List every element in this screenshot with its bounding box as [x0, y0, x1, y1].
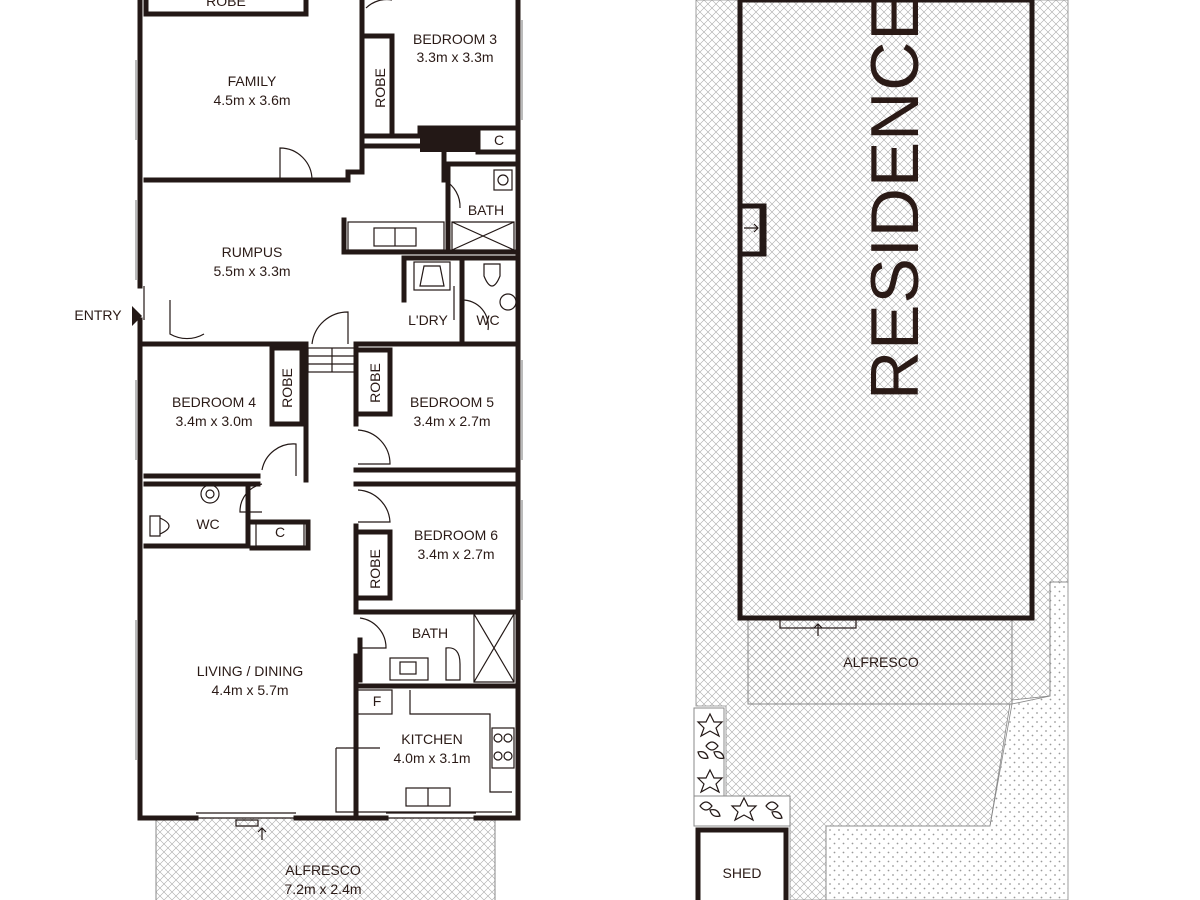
robe-b5-label: ROBE	[367, 363, 383, 403]
entry-label: ENTRY	[74, 307, 122, 323]
garden-bed-bottom	[693, 795, 791, 827]
robe-b4-label: ROBE	[279, 368, 295, 408]
alfresco-size: 7.2m x 2.4m	[284, 881, 361, 897]
outer-wall	[137, 0, 521, 821]
shed-outline[interactable]	[695, 827, 789, 900]
bedroom3-name: BEDROOM 3	[413, 31, 497, 47]
alfresco-area	[155, 817, 496, 900]
closet-c2-label: C	[275, 524, 285, 540]
wc2-label: WC	[196, 516, 219, 532]
bedroom4-size: 3.4m x 3.0m	[175, 413, 252, 429]
closet-c1-label: C	[494, 132, 504, 148]
living-size: 4.4m x 5.7m	[211, 682, 288, 698]
plant-icon	[696, 712, 783, 822]
robe-b3-label: ROBE	[372, 68, 388, 108]
bedroom5-size: 3.4m x 2.7m	[413, 413, 490, 429]
site-plan: RESIDENCE ALFRESCO SHED	[693, 0, 1069, 900]
bedroom6-size: 3.4m x 2.7m	[417, 546, 494, 562]
bedroom6-name: BEDROOM 6	[414, 527, 498, 543]
kitchen-size: 4.0m x 3.1m	[393, 750, 470, 766]
floor-plan: ROBE BEDROOM 3 3.3m x 3.3m ROBE C FAMILY…	[74, 0, 523, 900]
fridge-label: F	[373, 693, 382, 709]
bath2-label: BATH	[412, 625, 448, 641]
site-alfresco-label: ALFRESCO	[843, 654, 919, 670]
site-alfresco-area	[747, 619, 1013, 705]
robe-top-label: ROBE	[206, 0, 246, 9]
residence-label: RESIDENCE	[857, 0, 933, 400]
kitchen-name: KITCHEN	[401, 731, 462, 747]
rumpus-size: 5.5m x 3.3m	[213, 263, 290, 279]
bedroom4-name: BEDROOM 4	[172, 394, 256, 410]
alfresco-name: ALFRESCO	[285, 862, 361, 878]
laundry-label: L'DRY	[408, 312, 448, 328]
bedroom3-size: 3.3m x 3.3m	[416, 49, 493, 65]
wc1-label: WC	[476, 312, 499, 328]
site-lawn	[825, 581, 1069, 900]
family-name: FAMILY	[228, 73, 277, 89]
shed-label: SHED	[723, 865, 762, 881]
living-name: LIVING / DINING	[197, 663, 304, 679]
bath1-label: BATH	[468, 202, 504, 218]
bedroom5-name: BEDROOM 5	[410, 394, 494, 410]
rumpus-name: RUMPUS	[222, 244, 283, 260]
robe-b6-label: ROBE	[367, 549, 383, 589]
family-size: 4.5m x 3.6m	[213, 92, 290, 108]
